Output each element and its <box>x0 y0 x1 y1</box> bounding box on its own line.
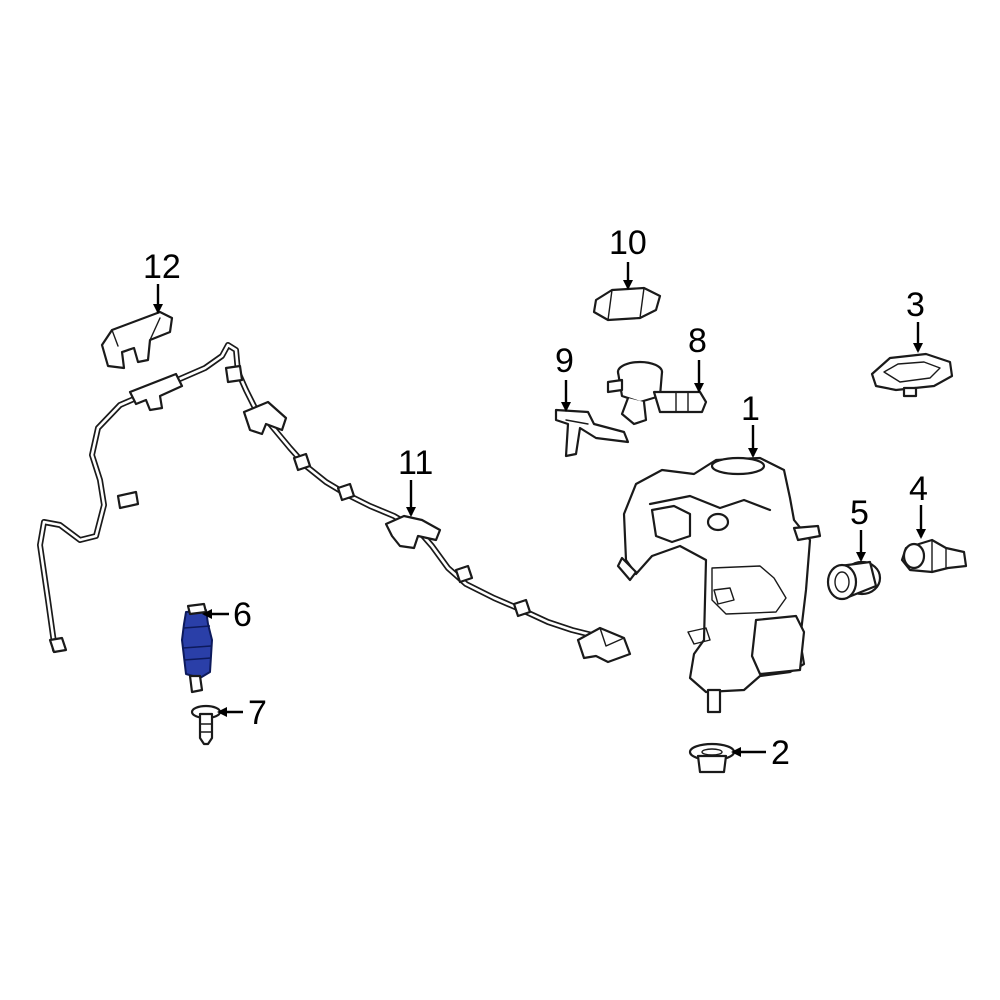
callout-12: 12 <box>143 248 181 286</box>
part-11-hose-harness[interactable] <box>37 342 632 664</box>
callout-3: 3 <box>906 286 925 324</box>
part-10-cap[interactable] <box>592 286 662 322</box>
part-1-reservoir[interactable] <box>616 456 822 714</box>
part-4-level-sensor[interactable] <box>900 538 968 574</box>
part-12-bracket[interactable] <box>100 310 174 370</box>
callout-labels: 1 2 3 4 5 6 7 8 9 10 11 12 <box>143 224 928 772</box>
part-7-grommet[interactable] <box>190 704 222 746</box>
part-5-grommet[interactable] <box>826 560 882 601</box>
part-3-seal[interactable] <box>870 352 954 398</box>
callout-4: 4 <box>909 470 928 508</box>
callout-1: 1 <box>741 390 760 428</box>
part-6-washer-pump[interactable] <box>181 602 213 694</box>
callout-5: 5 <box>850 494 869 532</box>
callout-2: 2 <box>771 734 790 772</box>
callout-11: 11 <box>398 444 433 482</box>
callout-8: 8 <box>688 322 707 360</box>
callout-6: 6 <box>233 596 252 634</box>
callout-7: 7 <box>248 694 267 732</box>
part-9-bracket[interactable] <box>554 408 630 458</box>
part-8-filler-neck[interactable] <box>606 360 708 426</box>
callout-arrows <box>153 262 926 757</box>
callout-9: 9 <box>555 342 574 380</box>
callout-10: 10 <box>609 224 647 262</box>
part-2-grommet[interactable] <box>688 742 736 774</box>
